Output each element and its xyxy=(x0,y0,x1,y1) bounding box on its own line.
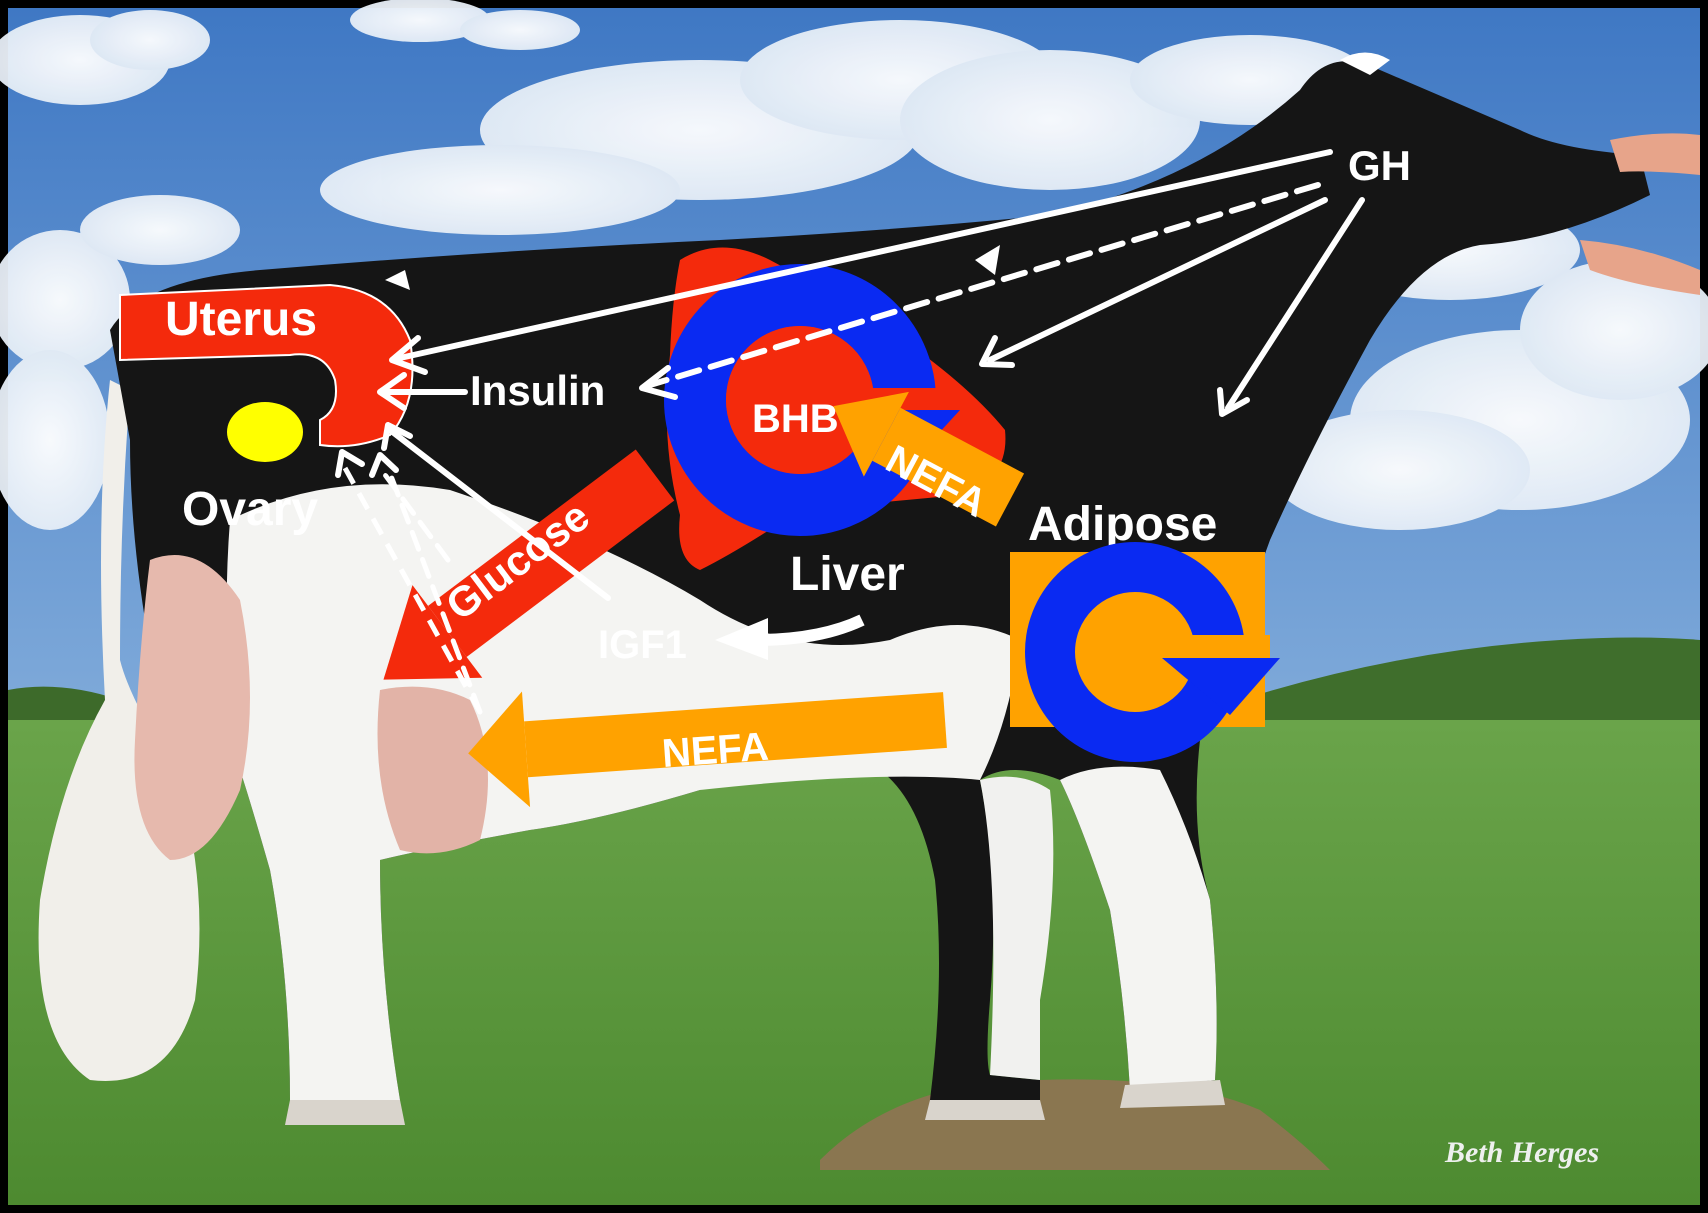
liver-label: Liver xyxy=(790,548,905,601)
handler-hand xyxy=(1610,133,1700,175)
uterus-label: Uterus xyxy=(165,293,317,346)
insulin-label: Insulin xyxy=(470,367,605,414)
ovary-label: Ovary xyxy=(182,483,318,536)
ovary-shape xyxy=(227,402,303,462)
igf1-label: IGF1 xyxy=(598,623,687,667)
bhb-label: BHB xyxy=(752,397,839,441)
nefa-adipose-label: NEFA xyxy=(661,725,770,776)
photographer-signature: Beth Herges xyxy=(1444,1136,1599,1169)
gh-label: GH xyxy=(1348,142,1411,189)
